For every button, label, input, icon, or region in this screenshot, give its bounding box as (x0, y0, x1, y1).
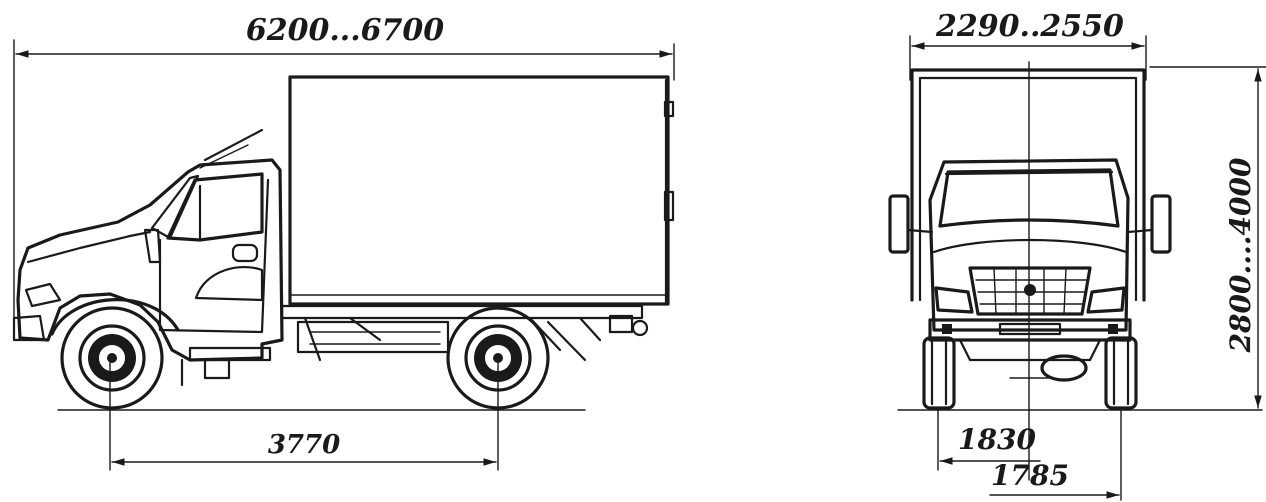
wheelbase-dimension-label: 3770 (268, 430, 340, 460)
height-dimension-label: 2800....4000 (1224, 157, 1257, 353)
cab-front (888, 158, 1172, 382)
width-dimension-label: 2290..2550 (935, 9, 1124, 44)
grille (968, 266, 1092, 316)
rear-track-dimension-label: 1785 (991, 459, 1069, 492)
front-view: 2290..2550 2800....4000 (888, 9, 1266, 501)
cargo-box-front (910, 68, 1146, 302)
height-dimension-line (1149, 66, 1266, 409)
cargo-box-side (288, 75, 675, 306)
front-track-dimension-label: 1830 (958, 423, 1036, 456)
cab-side (12, 128, 284, 387)
wheelbase-dimension-line (109, 359, 499, 471)
front-track-dimension-line (937, 407, 1122, 501)
front-wheels-front (922, 336, 1138, 410)
width-dimension-line (909, 35, 1147, 81)
length-dimension-label: 6200...6700 (246, 13, 444, 48)
length-dimension-line (13, 39, 675, 331)
chassis-side (280, 304, 649, 362)
side-view: 6200...6700 (12, 13, 675, 471)
front-wheel-side (50, 298, 180, 410)
